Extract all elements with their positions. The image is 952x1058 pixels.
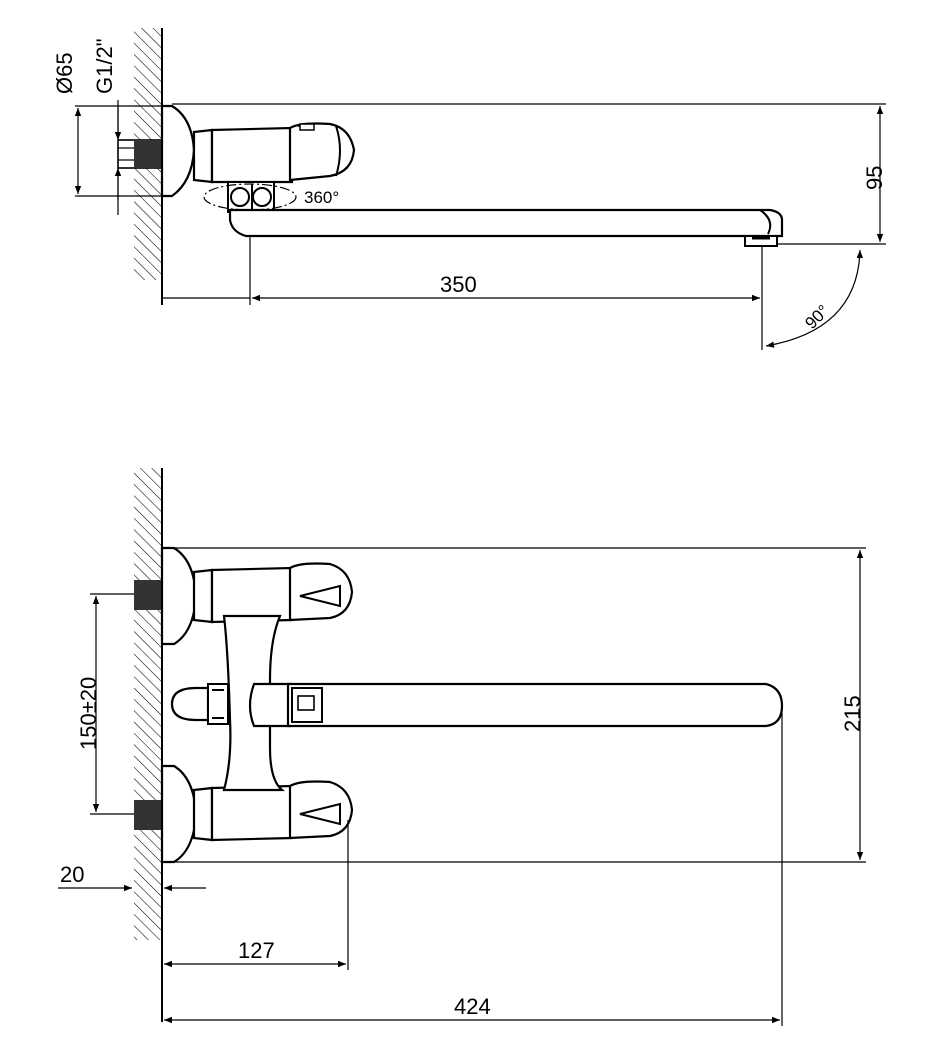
dim-depth-127: 127 [238, 938, 275, 963]
rotation-label: 360° [304, 188, 339, 207]
front-view: 150±20 215 20 127 424 [58, 468, 866, 1026]
nut-upper [192, 568, 214, 624]
dim-height-95: 95 [862, 166, 887, 190]
nut-lower [192, 786, 214, 842]
aerator-side [744, 235, 778, 247]
escutcheon-upper [160, 546, 198, 646]
dim-outer-diameter: Ø65 [52, 52, 77, 94]
thread-nipple-side [117, 139, 163, 169]
thread-nipple-bottom [134, 800, 162, 830]
handle-side [288, 122, 356, 182]
dim-offset-20: 20 [60, 862, 84, 887]
dim-reach-350: 350 [440, 272, 477, 297]
dim-spacing: 150±20 [76, 677, 101, 750]
valve-body-side [210, 126, 294, 184]
swivel-hub-front [248, 682, 292, 728]
dim-thread-size: G1/2" [92, 38, 117, 94]
side-view: Ø65 G1/2" 360° 95 350 90° [52, 28, 887, 350]
valve-body-upper [210, 566, 294, 624]
wall-hatch-bottom [134, 468, 162, 940]
dim-height-215: 215 [840, 695, 865, 732]
dim-length-424: 424 [454, 994, 491, 1019]
nut-side [192, 128, 214, 184]
escutcheon-side [160, 104, 196, 198]
diverter-nut [207, 683, 229, 725]
thread-nipple-top [134, 580, 162, 610]
dim-angle-90: 90° [801, 301, 833, 333]
swivel-joint-side [203, 181, 297, 213]
spout-front [286, 682, 784, 728]
escutcheon-lower [160, 764, 198, 864]
valve-body-lower [210, 784, 294, 842]
spout-side [228, 208, 784, 238]
diverter-knob [170, 686, 210, 722]
